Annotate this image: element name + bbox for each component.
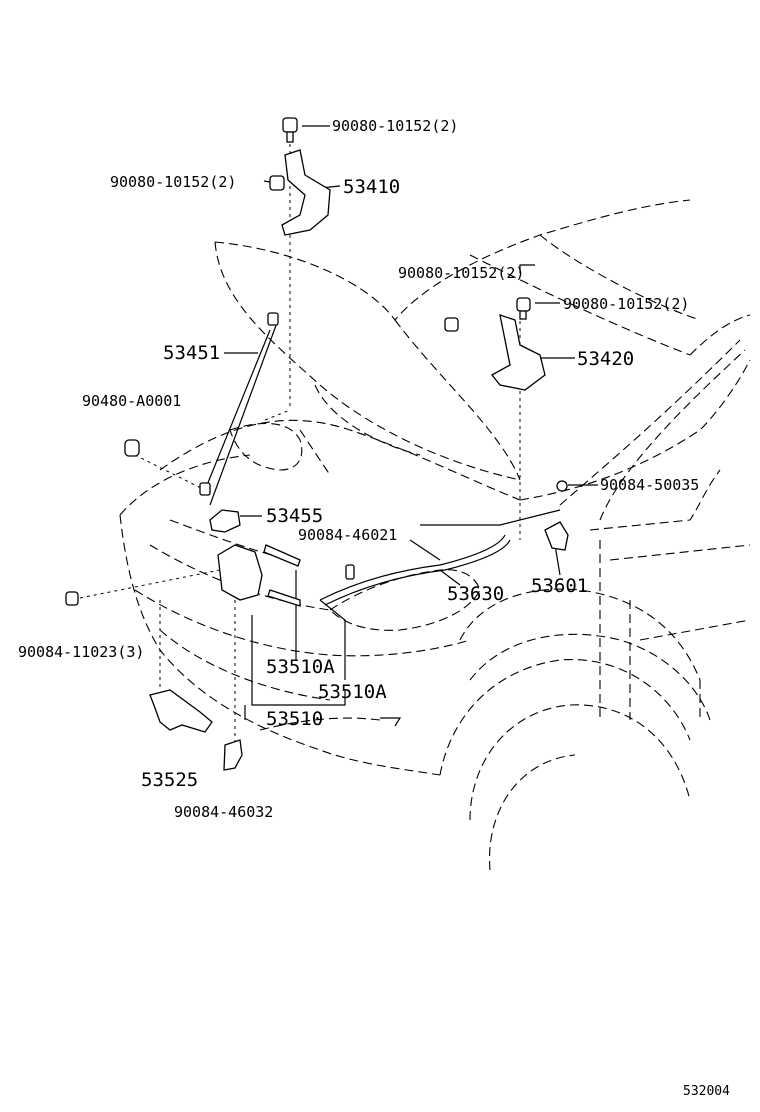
cushion-clip-icon [124,439,140,457]
label-90080-10152-right: 90080-10152(2) [563,295,689,313]
label-90480-A0001: 90480-A0001 [82,392,181,410]
leader-lines [79,125,598,745]
screw-icon [345,564,355,580]
part-shapes [65,117,569,771]
label-53525: 53525 [141,769,198,791]
label-90084-46021: 90084-46021 [298,526,397,544]
label-90080-10152-left: 90080-10152(2) [110,173,236,191]
hood-support-rod-icon [199,312,279,496]
label-53630: 53630 [447,583,504,605]
release-lever-icon [544,521,569,551]
clip-icon [556,480,568,492]
bolt-icon [269,175,285,191]
label-90080-10152-top: 90080-10152(2) [332,117,458,135]
bracket-icon [223,739,243,771]
hood-latch-guide-icon [209,509,241,533]
label-90084-50035: 90084-50035 [600,476,699,494]
label-53601: 53601 [531,575,588,597]
label-53510A-1: 53510A [266,656,335,678]
label-90080-10152-mid: 90080-10152(2) [398,264,524,282]
label-53420: 53420 [577,348,634,370]
label-53510A-2: 53510A [318,681,387,703]
label-53510: 53510 [266,708,323,730]
bolt-icon [282,117,298,143]
label-53410: 53410 [343,176,400,198]
bolt-icon [516,297,531,320]
hood-hinge-right-icon [491,314,546,391]
hood-lock-icon [217,544,263,601]
label-90084-11023: 90084-11023(3) [18,643,144,661]
label-53451: 53451 [163,342,220,364]
lock-support-icon [149,689,213,733]
hood-hinge-left-icon [281,149,331,236]
bolt-icon [444,317,459,332]
bolt-icon [65,591,79,606]
label-53455: 53455 [266,505,323,527]
part-labels: 90080-10152(2) 90080-10152(2) 53410 9008… [18,117,730,1099]
figure-code: 532004 [683,1084,730,1099]
label-90084-46032: 90084-46032 [174,803,273,821]
